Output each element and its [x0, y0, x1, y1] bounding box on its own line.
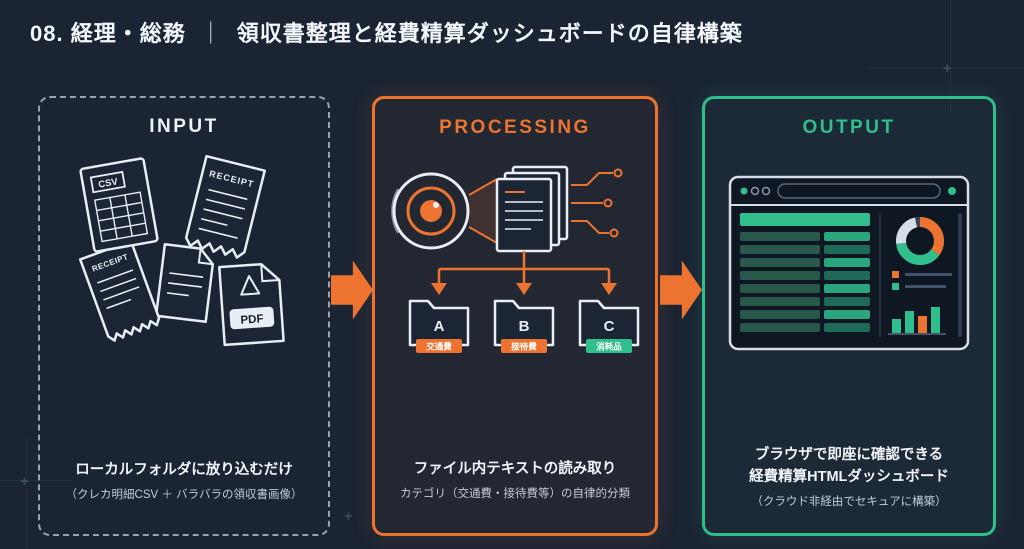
processing-panel-title: PROCESSING	[439, 117, 591, 138]
down-arrow-icon	[431, 283, 447, 295]
down-arrow-icon	[516, 283, 532, 295]
folder-b-letter: B	[519, 318, 530, 335]
scanner-eye-icon	[391, 172, 470, 250]
document-icon	[154, 242, 215, 324]
document-stack-icon	[495, 165, 569, 253]
circuit-lines-icon	[571, 168, 623, 238]
title-number: 08.	[30, 21, 64, 46]
csv-file-icon: CSV	[79, 157, 159, 253]
plus-mark-icon: +	[20, 473, 29, 490]
documents-pile-illustration: RECEIPT RECEIPT	[78, 154, 285, 347]
processing-panel: PROCESSING	[372, 96, 658, 536]
chart-legend-icon	[892, 271, 952, 290]
folder-b-tag: 接待費	[511, 342, 537, 352]
scan-classify-illustration: A 交通費 B 接待費 C 消耗品	[391, 165, 640, 353]
folder-c-tag: 消耗品	[596, 342, 622, 352]
input-caption-sub: （クレカ明細CSV ＋ バラバラの領収書画像）	[65, 488, 303, 501]
folder-c-letter: C	[604, 318, 615, 335]
flow-arrow-icon	[331, 260, 373, 320]
output-caption-sub: （クラウド非経由でセキュアに構築）	[751, 495, 947, 508]
folder-c-icon: C 消耗品	[578, 299, 640, 353]
plus-mark-icon: +	[943, 60, 952, 77]
grid-line	[26, 438, 27, 549]
folder-a-icon: A 交通費	[408, 299, 470, 353]
title-subtitle: 領収書整理と経費精算ダッシュボードの自律構築	[236, 21, 743, 46]
grid-line	[950, 0, 951, 112]
down-arrow-icon	[601, 283, 617, 295]
input-panel: INPUT RECEIPT	[38, 96, 330, 536]
output-panel-title: OUTPUT	[802, 117, 896, 138]
bar-chart-icon	[888, 307, 946, 335]
folder-b-icon: B 接待費	[493, 299, 555, 353]
branch-connector-lines	[437, 251, 611, 283]
output-caption-main2: 経費精算HTMLダッシュボード	[749, 469, 949, 486]
plus-mark-icon: +	[344, 508, 353, 525]
grid-line	[0, 480, 72, 481]
expense-table-icon	[740, 213, 962, 337]
output-caption-main: ブラウザで即座に確認できる	[754, 446, 944, 463]
donut-chart-icon	[895, 216, 944, 265]
pdf-label: PDF	[240, 313, 264, 327]
receipt-icon: RECEIPT	[78, 239, 161, 342]
page-title: 08. 経理・総務 ｜ 領収書整理と経費精算ダッシュボードの自律構築	[30, 16, 743, 48]
dashboard-browser-illustration	[728, 175, 970, 351]
csv-label: CSV	[98, 176, 120, 190]
grid-line	[870, 68, 1024, 69]
processing-caption-main: ファイル内テキストの読み取り	[413, 461, 617, 478]
processing-caption-sub: カテゴリ（交通費・接待費等）の自律的分類	[400, 487, 630, 500]
processing-caption: ファイル内テキストの読み取り カテゴリ（交通費・接待費等）の自律的分類	[383, 458, 647, 503]
input-caption: ローカルフォルダに放り込むだけ （クレカ明細CSV ＋ バラバラの領収書画像）	[48, 459, 320, 504]
folder-a-tag: 交通費	[426, 342, 452, 352]
scan-beam-icon	[468, 178, 498, 244]
title-section: 経理・総務	[70, 21, 186, 46]
pdf-file-icon: PDF	[218, 262, 285, 347]
output-panel: OUTPUT	[702, 96, 996, 536]
output-caption: ブラウザで即座に確認できる 経費精算HTMLダッシュボード （クラウド非経由でセ…	[713, 444, 985, 511]
input-caption-main: ローカルフォルダに放り込むだけ	[75, 462, 293, 479]
title-divider: ｜	[199, 21, 223, 46]
input-panel-title: INPUT	[149, 116, 219, 137]
flow-arrow-icon	[660, 260, 702, 320]
receipt-icon: RECEIPT	[184, 154, 266, 259]
folder-a-letter: A	[434, 318, 445, 335]
